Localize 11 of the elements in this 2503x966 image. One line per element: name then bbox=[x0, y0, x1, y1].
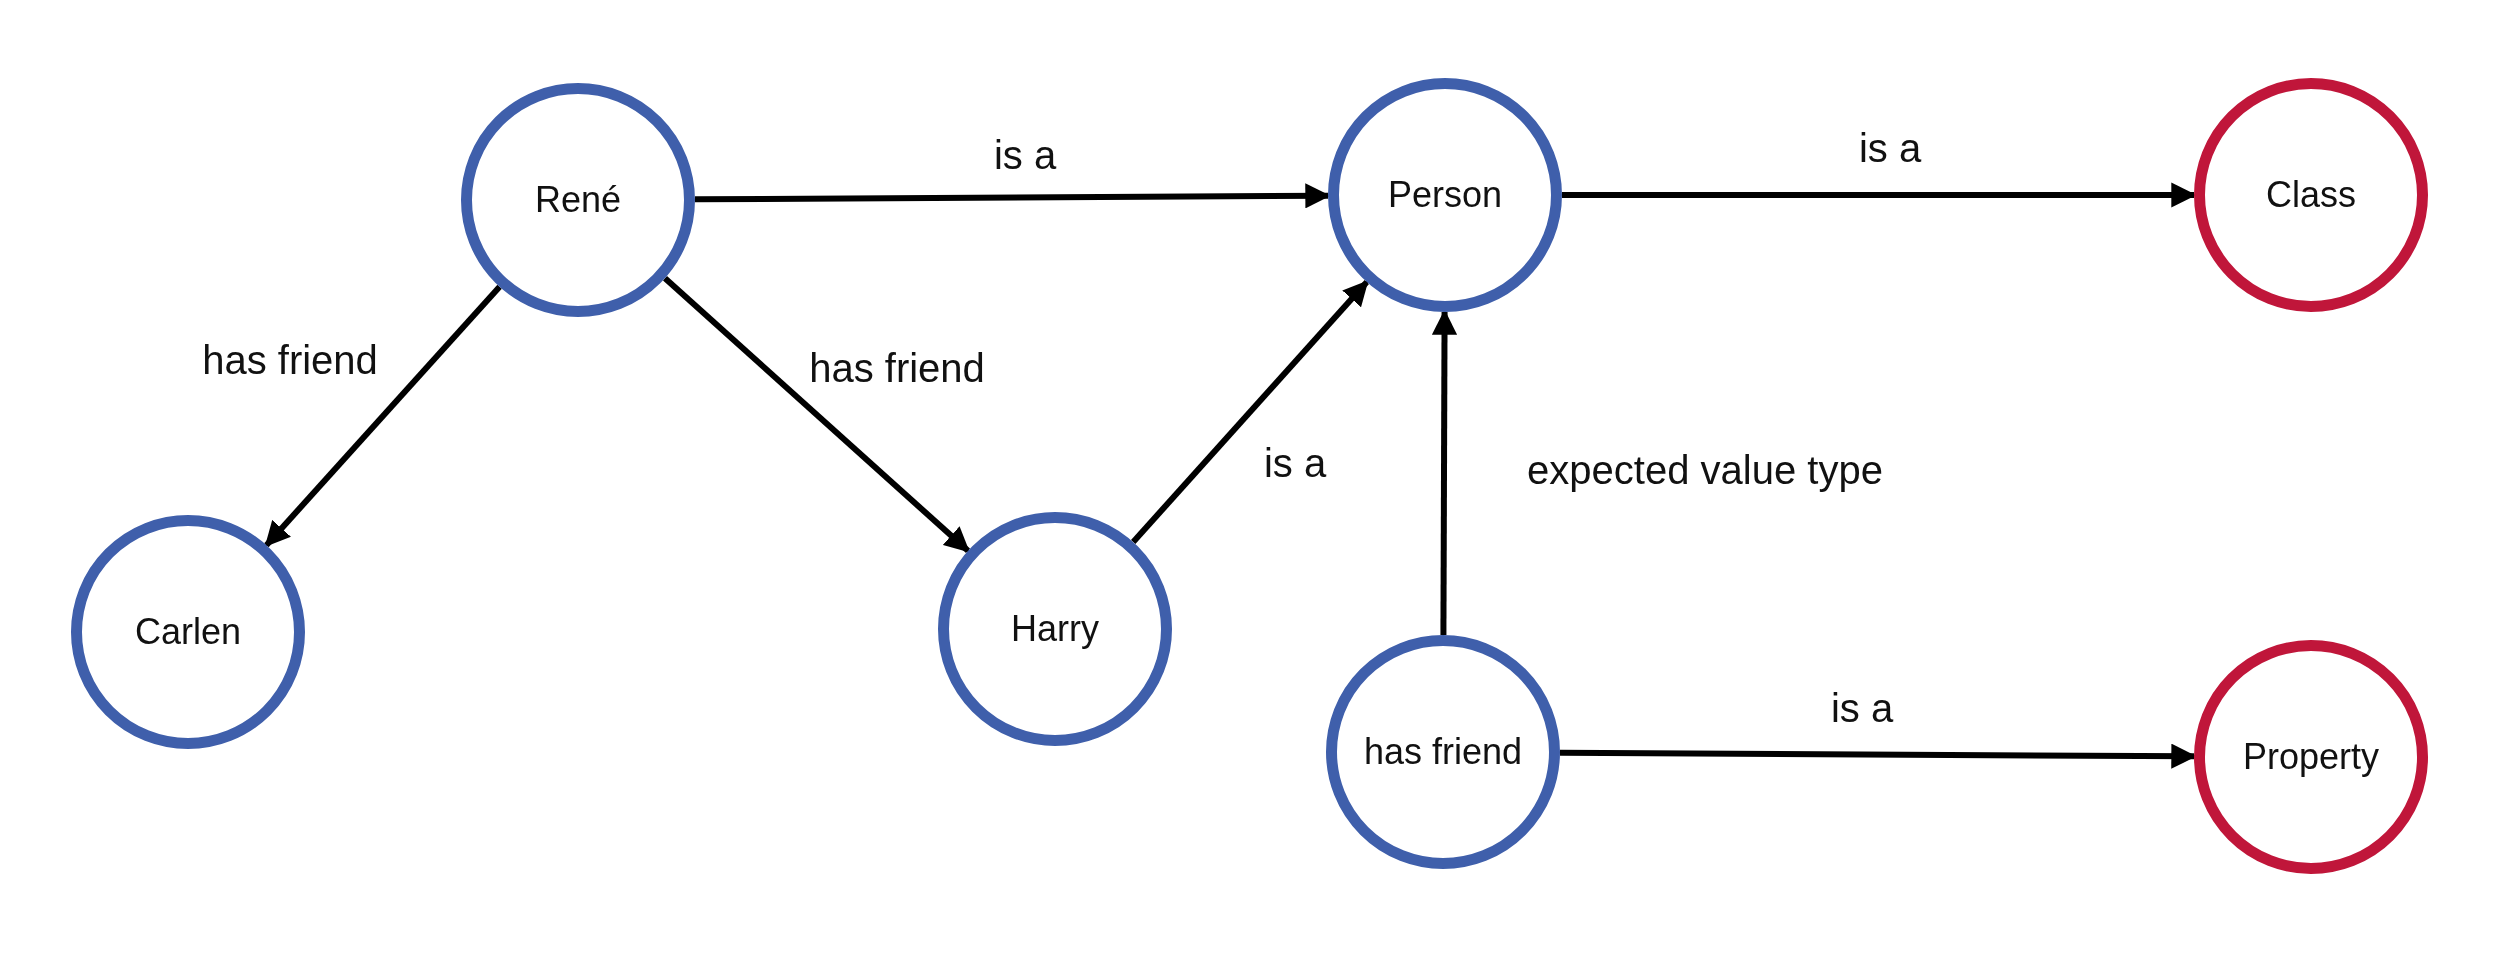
node-label: Class bbox=[2266, 174, 2356, 216]
node-label: Person bbox=[1387, 174, 1503, 216]
arrow bbox=[663, 276, 970, 553]
arrow bbox=[264, 284, 502, 548]
node-label: Harry bbox=[1011, 608, 1099, 650]
arrow bbox=[1130, 280, 1370, 544]
arrow bbox=[1431, 309, 1458, 635]
node-label: has friend bbox=[1363, 731, 1523, 773]
node-label: Carlen bbox=[134, 611, 242, 653]
node-label: René bbox=[534, 179, 622, 221]
node-label: Property bbox=[2242, 736, 2380, 778]
